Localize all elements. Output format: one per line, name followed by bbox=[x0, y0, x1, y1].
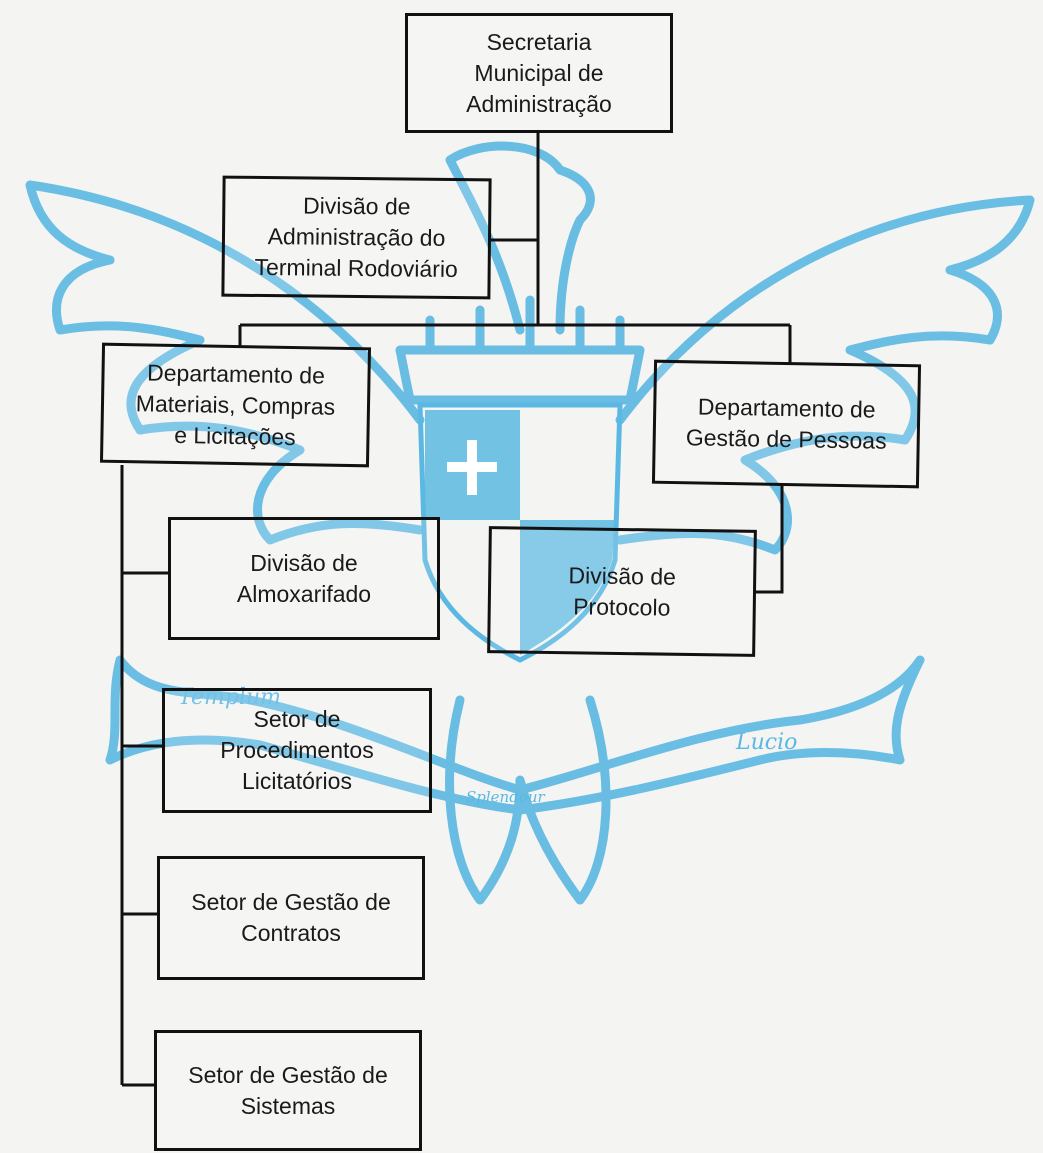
node-procedimentos: Setor de Procedimentos Licitatórios bbox=[162, 688, 432, 813]
node-almoxarifado: Divisão de Almoxarifado bbox=[168, 517, 440, 640]
node-secretaria: Secretaria Municipal de Administração bbox=[405, 13, 673, 133]
banner-text-center: Splendour bbox=[466, 788, 545, 806]
node-terminal: Divisão de Administração do Terminal Rod… bbox=[221, 175, 492, 300]
node-contratos: Setor de Gestão de Contratos bbox=[157, 856, 425, 980]
node-materiais: Departamento de Materiais, Compras e Lic… bbox=[99, 342, 372, 468]
node-protocolo: Divisão de Protocolo bbox=[487, 526, 757, 657]
node-sistemas: Setor de Gestão de Sistemas bbox=[154, 1030, 422, 1151]
edge-pessoas-protocolo bbox=[756, 485, 784, 594]
banner-text-right: Lucio bbox=[736, 730, 798, 755]
node-pessoas: Departamento de Gestão de Pessoas bbox=[651, 359, 922, 489]
